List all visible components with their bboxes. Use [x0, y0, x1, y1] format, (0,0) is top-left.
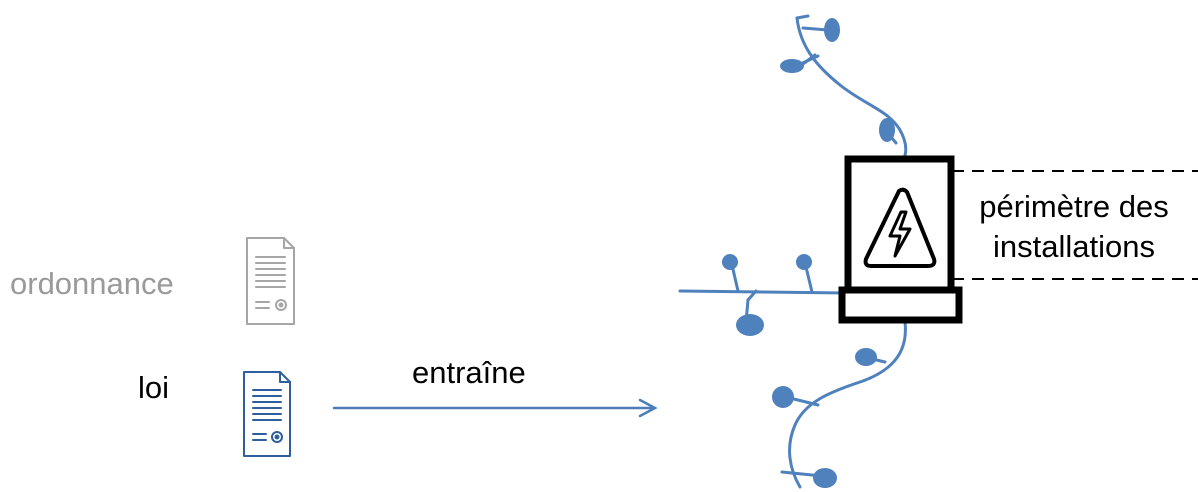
ordonnance-document-icon: [246, 237, 295, 325]
perimeter-label-line2: installations: [993, 229, 1155, 264]
network-node: [879, 118, 895, 142]
perimeter-label-line1: périmètre des: [979, 189, 1169, 224]
entraine-arrow: [332, 398, 658, 418]
network-node: [813, 468, 837, 488]
entraine-label: entraîne: [412, 355, 526, 390]
substation-body: [844, 155, 955, 294]
network-node: [796, 254, 812, 270]
upper-feeder-line: [795, 16, 908, 164]
network-node: [855, 348, 877, 366]
network-node: [772, 386, 794, 408]
network-node: [736, 314, 764, 336]
network-nodes: [722, 18, 895, 488]
network-node: [780, 59, 804, 73]
high-voltage-warning-icon: [863, 187, 937, 268]
horizontal-feeder-line: [678, 289, 848, 295]
ordonnance-label: ordonnance: [10, 266, 174, 301]
perimeter-dashed-lines: [952, 170, 1198, 280]
substation: [838, 155, 963, 324]
loi-document-icon: [243, 371, 291, 457]
perimeter-label: périmètre des installations: [958, 187, 1190, 267]
substation-base: [838, 286, 963, 324]
lower-feeder-line: [788, 320, 907, 489]
network-node: [824, 18, 840, 42]
network-node: [722, 254, 738, 270]
loi-label: loi: [138, 370, 170, 405]
